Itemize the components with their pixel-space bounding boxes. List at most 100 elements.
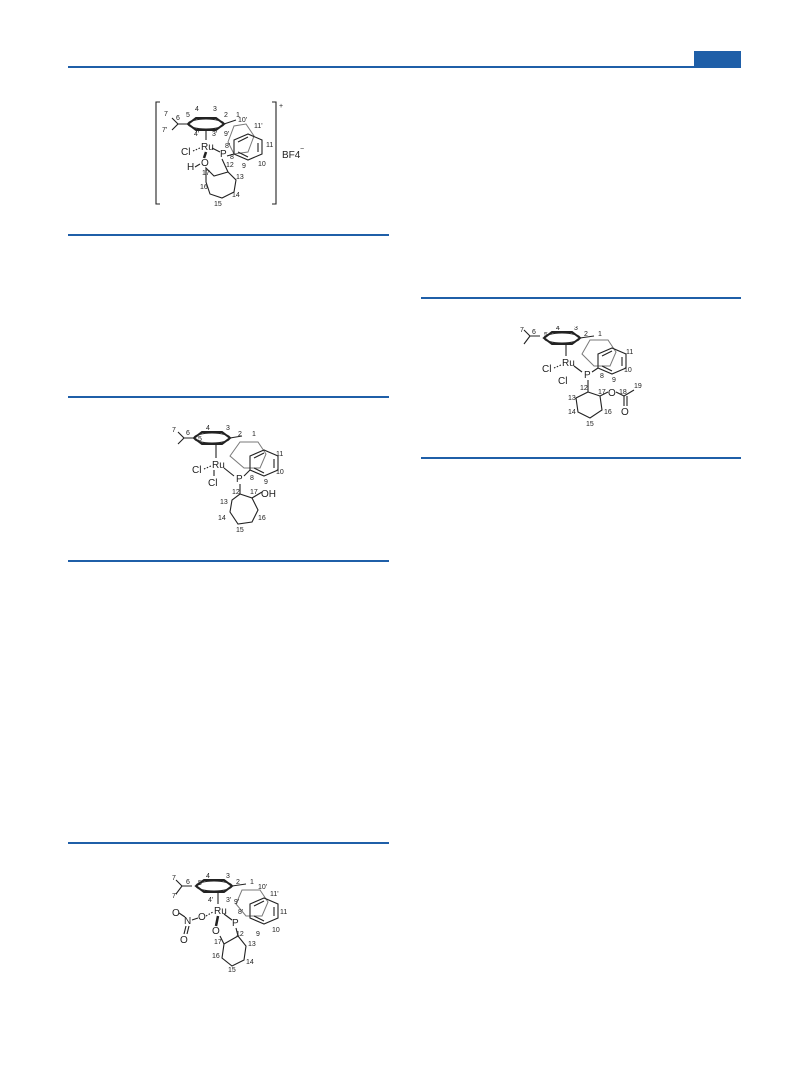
label-13: 13 — [220, 499, 228, 506]
label-8: 8 — [600, 373, 604, 380]
n-atom: N — [184, 916, 191, 927]
label-11: 11 — [266, 142, 273, 149]
label-9p: 9' — [224, 131, 229, 138]
section-rule-left-3 — [68, 560, 389, 562]
label-7p: 7' — [172, 893, 177, 900]
label-8p: 8' — [225, 143, 230, 150]
label-12: 12 — [580, 385, 588, 392]
label-7: 7 — [520, 327, 524, 334]
label-6: 6 — [176, 115, 180, 122]
label-11: 11 — [276, 451, 283, 458]
structure-4-ru-nitrato: 7 6 7' 5 4 3 2 1 4' 3' Ru O N O O O P 10… — [172, 873, 287, 974]
label-4: 4 — [195, 106, 199, 113]
label-3p: 3' — [226, 897, 231, 904]
label-3: 3 — [226, 425, 230, 432]
label-18: 18 — [619, 389, 627, 396]
label-15: 15 — [586, 421, 594, 428]
label-1: 1 — [598, 331, 602, 338]
label-4p: 4' — [208, 897, 213, 904]
ru-atom: Ru — [201, 142, 214, 153]
structure-3-ru-dichloro-acetate: 7 6 5 4 3 2 1 Ru Cl Cl P 11 10 9 8 12 O … — [520, 326, 642, 428]
label-11p: 11' — [254, 123, 263, 130]
label-10p: 10' — [258, 884, 267, 891]
section-rule-left-2 — [68, 396, 389, 398]
label-2: 2 — [236, 879, 240, 886]
label-6: 6 — [186, 879, 190, 886]
label-10: 10 — [258, 161, 266, 168]
label-16: 16 — [604, 409, 612, 416]
nitrate-o-atom-2: O — [172, 908, 180, 919]
label-2: 2 — [224, 112, 228, 119]
label-5: 5 — [186, 112, 190, 119]
label-12: 12 — [236, 931, 244, 938]
cl-atom-1: Cl — [542, 364, 551, 375]
label-12: 12 — [232, 489, 240, 496]
label-17: 17 — [202, 170, 210, 177]
label-8: 8 — [230, 154, 234, 161]
label-5: 5 — [544, 332, 548, 339]
ester-o-atom: O — [608, 388, 616, 399]
label-3p: 3' — [212, 131, 217, 138]
label-10: 10 — [276, 469, 284, 476]
label-9: 9 — [612, 377, 616, 384]
cl-atom-2: Cl — [208, 478, 217, 489]
structure-2-ru-dichloro-phenol: 7 6 5 4 3 2 1 Ru Cl Cl P 11 10 9 8 12 OH… — [172, 425, 284, 534]
anion-label: BF4 — [282, 150, 301, 161]
phenoxy-o-atom: O — [212, 926, 220, 937]
label-4: 4 — [206, 873, 210, 880]
label-14: 14 — [218, 515, 226, 522]
label-4: 4 — [556, 326, 560, 332]
label-3: 3 — [226, 873, 230, 880]
label-13: 13 — [236, 174, 244, 181]
label-7: 7 — [172, 427, 176, 434]
section-rule-left-1 — [68, 234, 389, 236]
header-tab — [694, 51, 741, 66]
label-15: 15 — [228, 967, 236, 974]
label-17: 17 — [598, 389, 606, 396]
label-7p: 7' — [162, 127, 167, 134]
nitrate-o-atom-3: O — [180, 935, 188, 946]
cl-atom-2: Cl — [558, 376, 567, 387]
label-16: 16 — [212, 953, 220, 960]
label-15: 15 — [214, 201, 222, 208]
label-17: 17 — [214, 939, 222, 946]
structure-1-ru-hydroxy-cation: + BF4 − 7 6 7' 5 4 3 2 1 4' 3' Ru Cl O H… — [155, 101, 304, 208]
label-1: 1 — [250, 879, 254, 886]
label-11p: 11' — [270, 891, 279, 898]
label-16: 16 — [258, 515, 266, 522]
label-6: 6 — [532, 329, 536, 336]
label-12: 12 — [226, 162, 234, 169]
label-8: 8 — [250, 475, 254, 482]
label-1: 1 — [252, 431, 256, 438]
label-19: 19 — [634, 383, 642, 390]
label-14: 14 — [232, 192, 240, 199]
nitrate-o-atom: O — [198, 912, 206, 923]
label-9: 9 — [256, 931, 260, 938]
label-8p: 8' — [238, 909, 243, 916]
label-3: 3 — [574, 326, 578, 332]
header-rule — [68, 66, 741, 68]
p-atom: P — [236, 474, 243, 485]
ru-atom: Ru — [214, 906, 227, 917]
label-14: 14 — [568, 409, 576, 416]
label-9p: 9' — [234, 899, 239, 906]
label-7: 7 — [164, 111, 168, 118]
oh-group: OH — [261, 489, 276, 500]
section-rule-left-4 — [68, 842, 389, 844]
label-11: 11 — [280, 909, 287, 916]
carbonyl-o-atom: O — [621, 407, 629, 418]
p-atom: P — [584, 370, 591, 381]
label-3: 3 — [213, 106, 217, 113]
cl-atom: Cl — [181, 147, 190, 158]
ru-atom: Ru — [212, 460, 225, 471]
label-1: 1 — [236, 112, 240, 119]
label-17: 17 — [250, 489, 258, 496]
label-13: 13 — [248, 941, 256, 948]
charge-plus: + — [279, 103, 283, 110]
label-7: 7 — [172, 875, 176, 882]
label-11: 11 — [626, 349, 633, 356]
label-14: 14 — [246, 959, 254, 966]
section-rule-right-2 — [421, 457, 741, 459]
label-10: 10 — [624, 367, 632, 374]
anion-charge: − — [300, 146, 304, 153]
